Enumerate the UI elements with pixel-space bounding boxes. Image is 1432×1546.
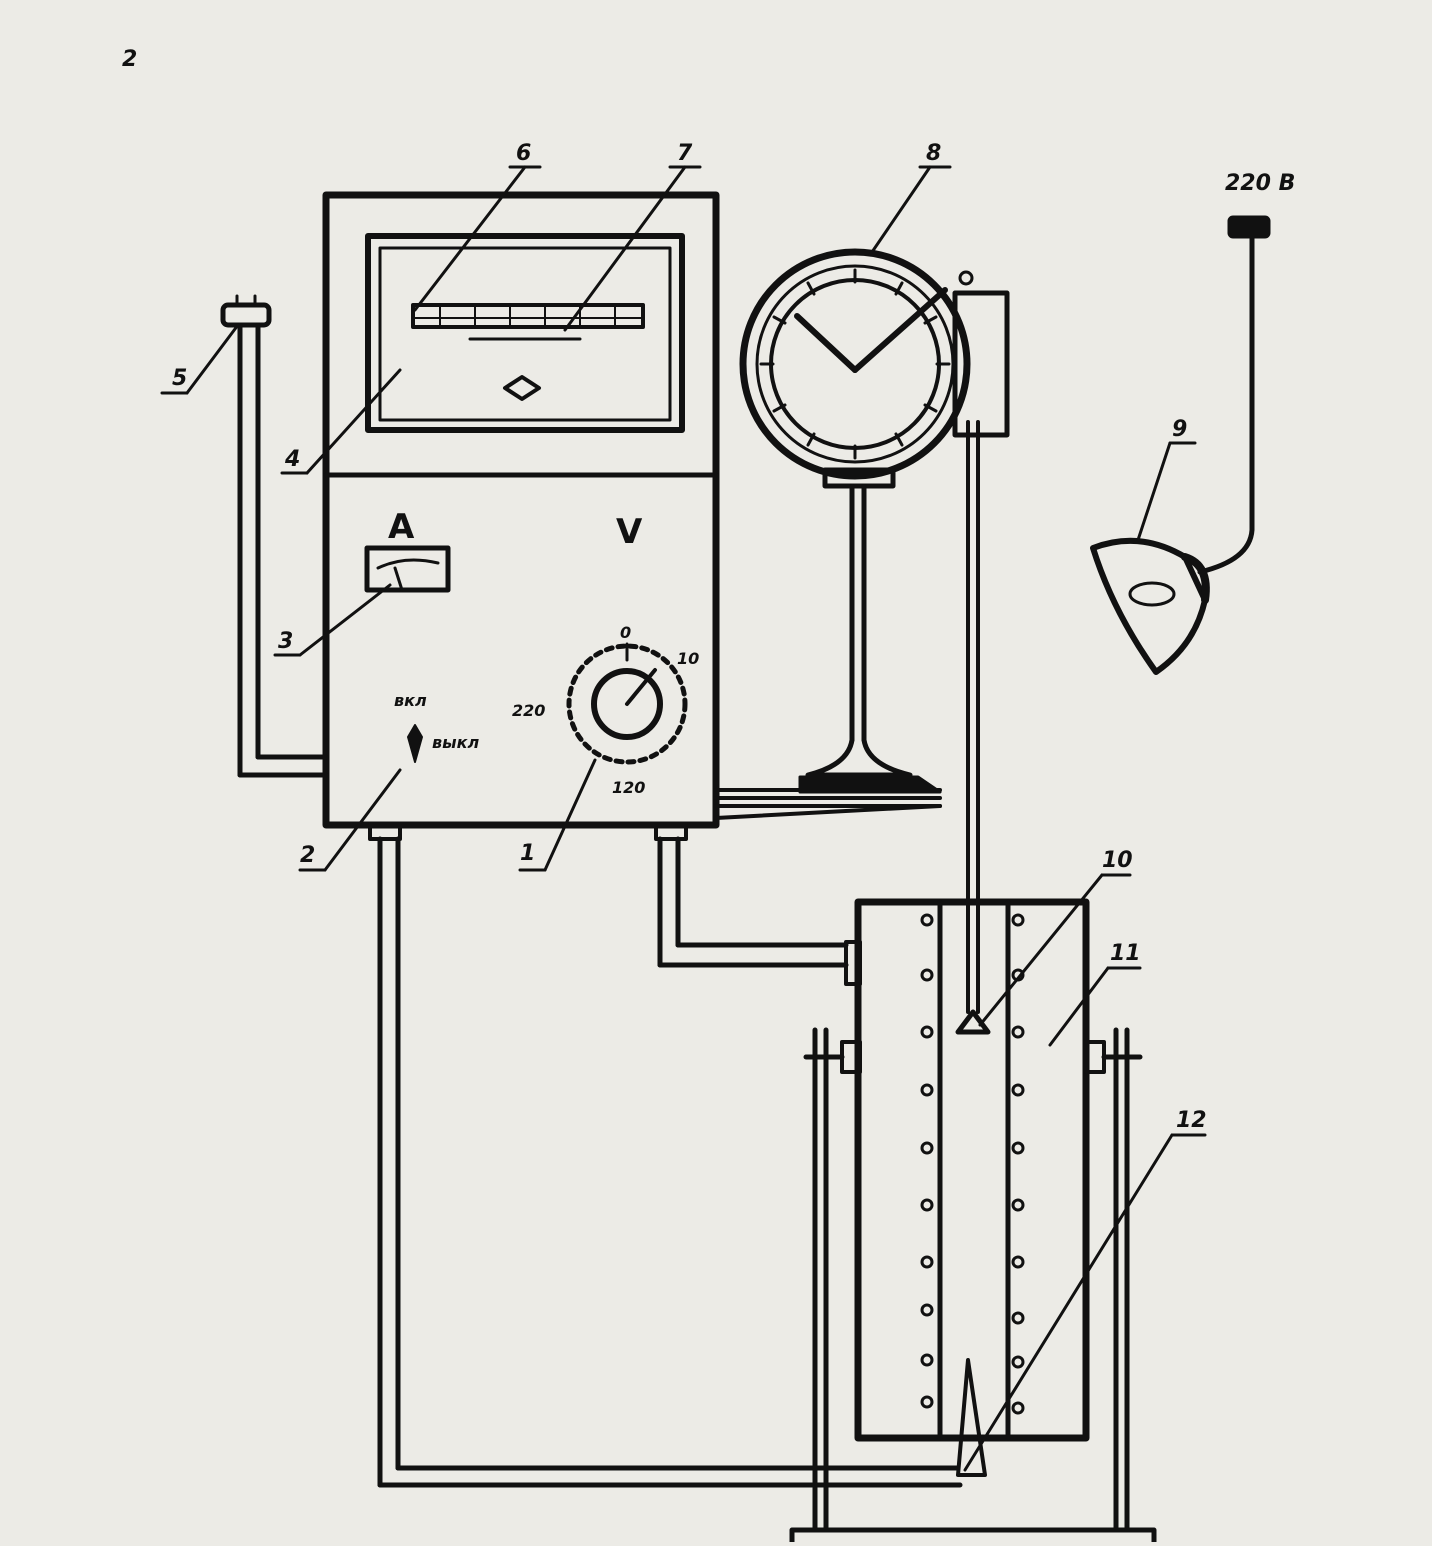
callout-leaders — [160, 165, 1207, 1472]
dial-tick-left: 220 — [512, 701, 545, 720]
callout-3: 3 — [278, 629, 293, 654]
sensor-tube — [220, 294, 329, 778]
corner-mark: 2 — [122, 47, 137, 72]
ammeter-symbol: A — [388, 507, 415, 547]
cabinet-body — [322, 191, 720, 829]
power-supply-label: 220 В — [1225, 171, 1295, 196]
timer-clock — [714, 248, 1010, 1014]
switch-label-on: вкл — [394, 691, 427, 710]
callout-2: 2 — [300, 843, 315, 868]
wiring — [377, 836, 963, 1488]
callout-9: 9 — [1172, 417, 1187, 442]
dial-tick-right: 10 — [677, 649, 699, 668]
voltmeter-symbol: V — [616, 512, 643, 552]
dial-tick-top: 0 — [620, 623, 631, 642]
scale-strip — [411, 303, 645, 341]
callout-5: 5 — [172, 366, 187, 391]
callout-7: 7 — [677, 141, 693, 166]
dial-tick-bottom: 120 — [612, 778, 645, 797]
ammeter: A — [364, 507, 451, 593]
display-window-inner — [378, 246, 672, 422]
instrument-cabinet: A V 0 10 220 120 вкл в — [322, 191, 720, 841]
diamond-indicator — [503, 375, 541, 401]
callout-8: 8 — [926, 141, 941, 166]
display-window — [365, 233, 685, 433]
callout-6: 6 — [516, 141, 531, 166]
regulator-dial: 0 10 220 120 — [512, 623, 699, 797]
switch-label-off: выкл — [432, 733, 479, 752]
callout-4: 4 — [284, 447, 300, 472]
callout-12: 12 — [1176, 1108, 1207, 1133]
lamp: 220 В — [1090, 171, 1295, 675]
column-vessel — [789, 898, 1157, 1546]
callout-10: 10 — [1102, 848, 1133, 873]
power-switch: вкл выкл — [394, 691, 479, 763]
callout-1: 1 — [520, 841, 535, 866]
callout-11: 11 — [1110, 941, 1141, 966]
